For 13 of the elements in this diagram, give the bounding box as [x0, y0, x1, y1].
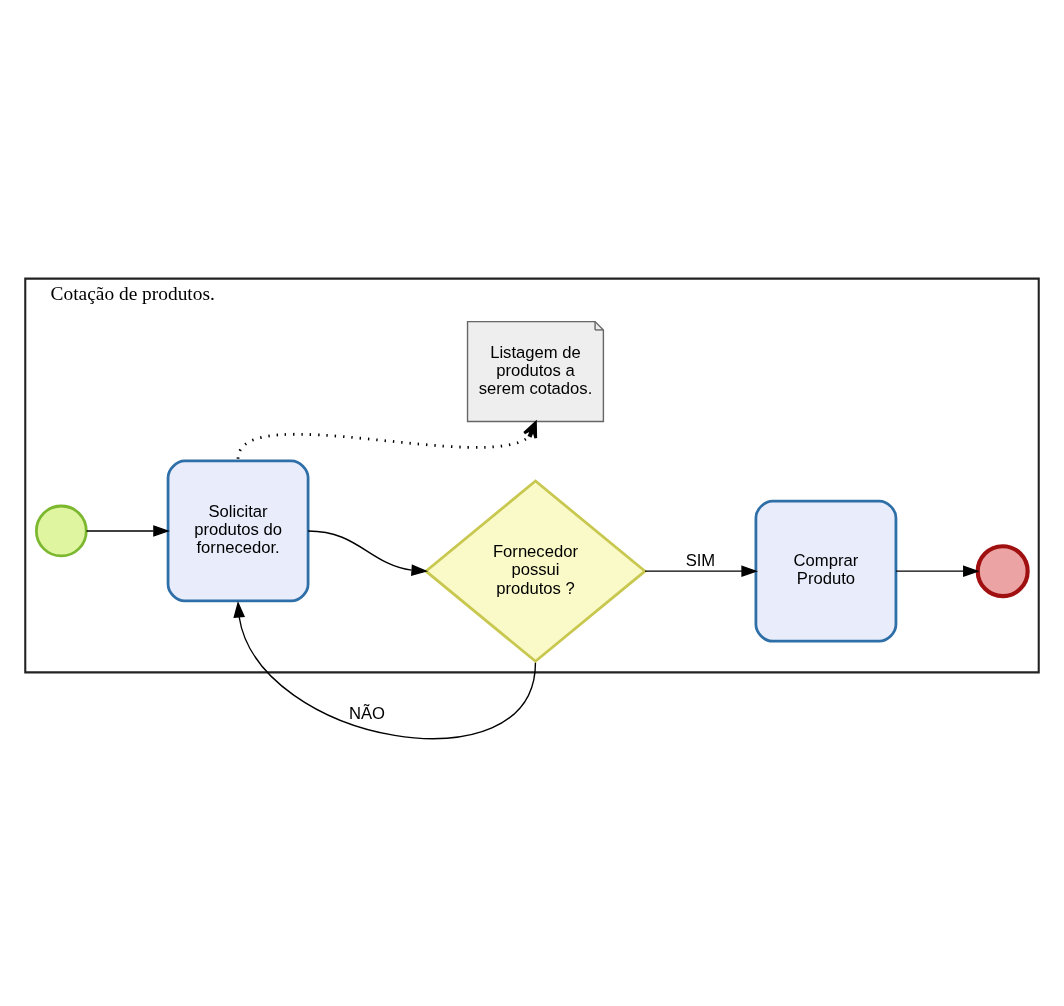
node-circle — [34, 504, 88, 557]
arrow — [895, 564, 980, 577]
edge-label: NÃO — [349, 703, 386, 723]
arrow — [307, 529, 429, 576]
arrow — [236, 420, 538, 459]
arrow — [85, 524, 170, 537]
node-box: Comprar Produto — [754, 499, 898, 643]
node-circle — [975, 543, 1030, 598]
edge-label: SIM — [685, 550, 716, 570]
arrow — [644, 564, 758, 577]
arrow — [233, 600, 537, 739]
node-diamond: Fornecedor possui produtos ? — [423, 478, 648, 663]
node-box: Solicitar produtos do fornecedor. — [166, 459, 310, 602]
